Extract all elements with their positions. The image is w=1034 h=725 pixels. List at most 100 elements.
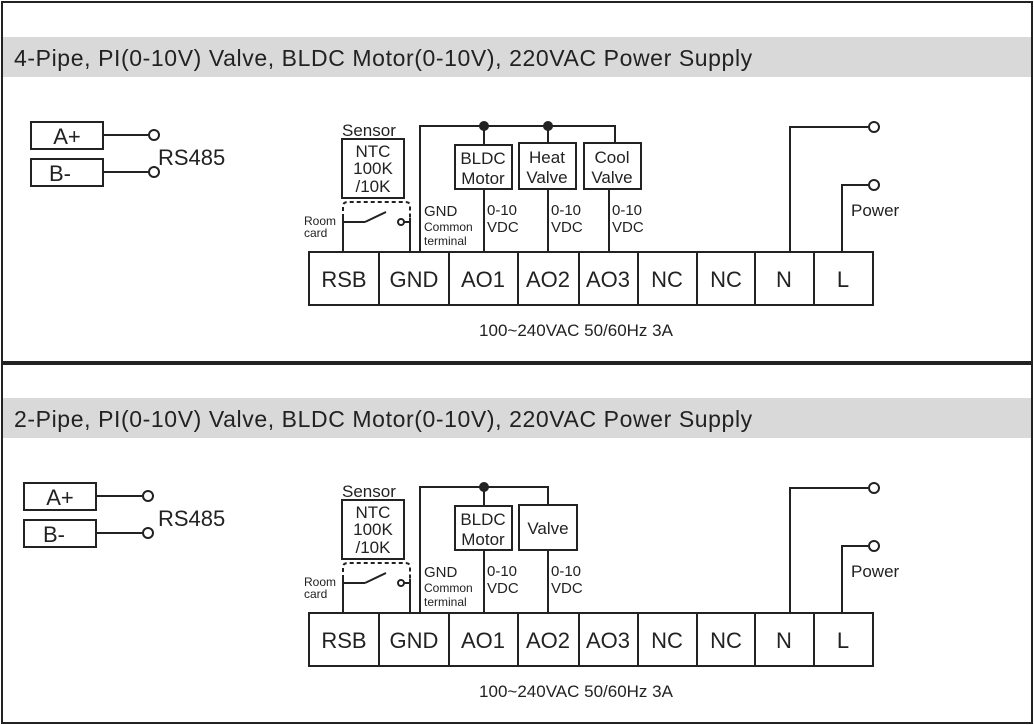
rs485-a-box — [30, 121, 104, 150]
power-label: Power — [851, 562, 900, 581]
power-l-terminal — [868, 179, 880, 191]
panel-title: 2-Pipe, PI(0-10V) Valve, BLDC Motor(0-10… — [14, 406, 753, 432]
room-card-switch: Room card — [304, 562, 411, 613]
sensor-block: Sensor NTC 100K /10K — [341, 482, 405, 560]
signal-label-1: 0-10 — [487, 202, 517, 219]
rs485-b-label: B- — [49, 161, 71, 186]
junction-dot — [543, 121, 553, 131]
signal-label-2: VDC — [551, 219, 583, 236]
signal-label-1: 0-10 — [487, 563, 517, 580]
panel-frame — [1, 1, 1033, 363]
terminal-nc: NC — [651, 628, 683, 653]
sensor-line-2: 100K — [353, 520, 393, 539]
room-card-label-1: Room — [304, 575, 336, 589]
signal-label-2: VDC — [551, 580, 583, 597]
terminal-rsb: RSB — [321, 628, 366, 653]
rs485-a-label: A+ — [46, 485, 74, 510]
title-band — [3, 398, 1031, 438]
device-bldc-motor: BLDC Motor 0-10 VDC — [454, 144, 519, 252]
rs485-b-terminal — [142, 527, 154, 539]
rs485-label: RS485 — [158, 145, 225, 170]
rs485-b-label: B- — [43, 522, 65, 547]
device-label-2: Valve — [526, 168, 567, 187]
gnd-note-1: GND — [424, 564, 458, 581]
room-card-label-2: card — [304, 226, 327, 240]
room-card-contact — [397, 579, 405, 587]
terminal-ao3: AO3 — [586, 267, 630, 292]
power-n-wire — [789, 487, 868, 613]
rs485-b-terminal — [148, 166, 160, 178]
power-n-terminal — [868, 121, 880, 133]
terminal-gnd: GND — [390, 267, 439, 292]
device-valve: Valve 0-10 VDC — [518, 504, 583, 613]
signal-label-2: VDC — [612, 219, 644, 236]
terminal-strip-frame — [308, 612, 874, 667]
signal-label-2: VDC — [487, 219, 519, 236]
panel-title: 4-Pipe, PI(0-10V) Valve, BLDC Motor(0-10… — [14, 45, 753, 71]
gnd-note-3: terminal — [424, 234, 467, 248]
panel-2-pipe: 2-Pipe, PI(0-10V) Valve, BLDC Motor(0-10… — [1, 363, 1033, 724]
terminal-nc: NC — [651, 267, 683, 292]
device-cool-valve: Cool Valve 0-10 VDC — [583, 142, 644, 252]
device-box — [518, 142, 577, 190]
sensor-title: Sensor — [342, 482, 396, 501]
sensor-line-1: NTC — [356, 503, 391, 522]
sensor-line-1: NTC — [356, 142, 391, 161]
device-label-1: BLDC — [460, 149, 505, 168]
device-heat-valve: Heat Valve 0-10 VDC — [518, 142, 583, 252]
gnd-note-1: GND — [424, 203, 458, 220]
rs485-a-box — [23, 482, 97, 511]
terminal-rsb: RSB — [321, 267, 366, 292]
terminal-n: N — [776, 628, 792, 653]
rs485-b-box — [23, 519, 97, 548]
device-label-2: Motor — [461, 530, 505, 549]
room-card-switch-blade — [364, 572, 387, 584]
power-l-terminal — [868, 540, 880, 552]
gnd-note-3: terminal — [424, 595, 467, 609]
terminal-strip: RSB GND AO1 AO2 AO3 NC NC N L — [308, 612, 874, 667]
power-label: Power — [851, 201, 900, 220]
terminal-nc: NC — [710, 628, 742, 653]
sensor-line-3: /10K — [356, 538, 392, 557]
gnd-common-bus: GND Common terminal — [419, 482, 549, 613]
supply-label: 100~240VAC 50/60Hz 3A — [479, 682, 674, 701]
rs485-a-label: A+ — [53, 124, 81, 149]
power-n-terminal — [868, 482, 880, 494]
rs485-a-terminal — [142, 490, 154, 502]
power-wiring: Power — [789, 121, 900, 252]
device-box — [454, 505, 513, 551]
title-band — [3, 37, 1031, 77]
room-card-switch-blade — [364, 211, 387, 223]
sensor-line-3: /10K — [356, 177, 392, 196]
signal-label-1: 0-10 — [612, 202, 642, 219]
sensor-block: Sensor NTC 100K /10K — [341, 121, 405, 199]
device-bldc-motor: BLDC Motor 0-10 VDC — [454, 505, 519, 613]
supply-label: 100~240VAC 50/60Hz 3A — [479, 321, 674, 340]
terminal-n: N — [776, 267, 792, 292]
terminal-strip: RSB GND AO1 AO2 AO3 NC NC N L — [308, 251, 874, 306]
sensor-box — [341, 499, 405, 560]
terminal-gnd: GND — [390, 628, 439, 653]
terminal-ao3: AO3 — [586, 628, 630, 653]
room-card-label-1: Room — [304, 214, 336, 228]
power-l-wire — [841, 545, 868, 613]
terminal-ao2: AO2 — [526, 628, 570, 653]
rs485-a-terminal — [148, 129, 160, 141]
rs485-b-box — [30, 158, 104, 187]
power-wiring: Power — [789, 482, 900, 613]
room-card-switch: Room card — [304, 201, 411, 252]
device-label-1: Cool — [595, 148, 630, 167]
rs485-block: A+ B- RS485 — [23, 482, 225, 548]
device-label-2: Motor — [461, 169, 505, 188]
gnd-note-2: Common — [424, 581, 473, 595]
sensor-box — [341, 138, 405, 199]
rs485-block: A+ B- RS485 — [30, 121, 225, 187]
terminal-l: L — [837, 628, 849, 653]
terminal-l: L — [837, 267, 849, 292]
junction-dot — [479, 121, 489, 131]
device-label-1: Valve — [527, 519, 568, 538]
device-label-1: BLDC — [460, 510, 505, 529]
room-card-label-2: card — [304, 587, 327, 601]
gnd-note-2: Common — [424, 220, 473, 234]
